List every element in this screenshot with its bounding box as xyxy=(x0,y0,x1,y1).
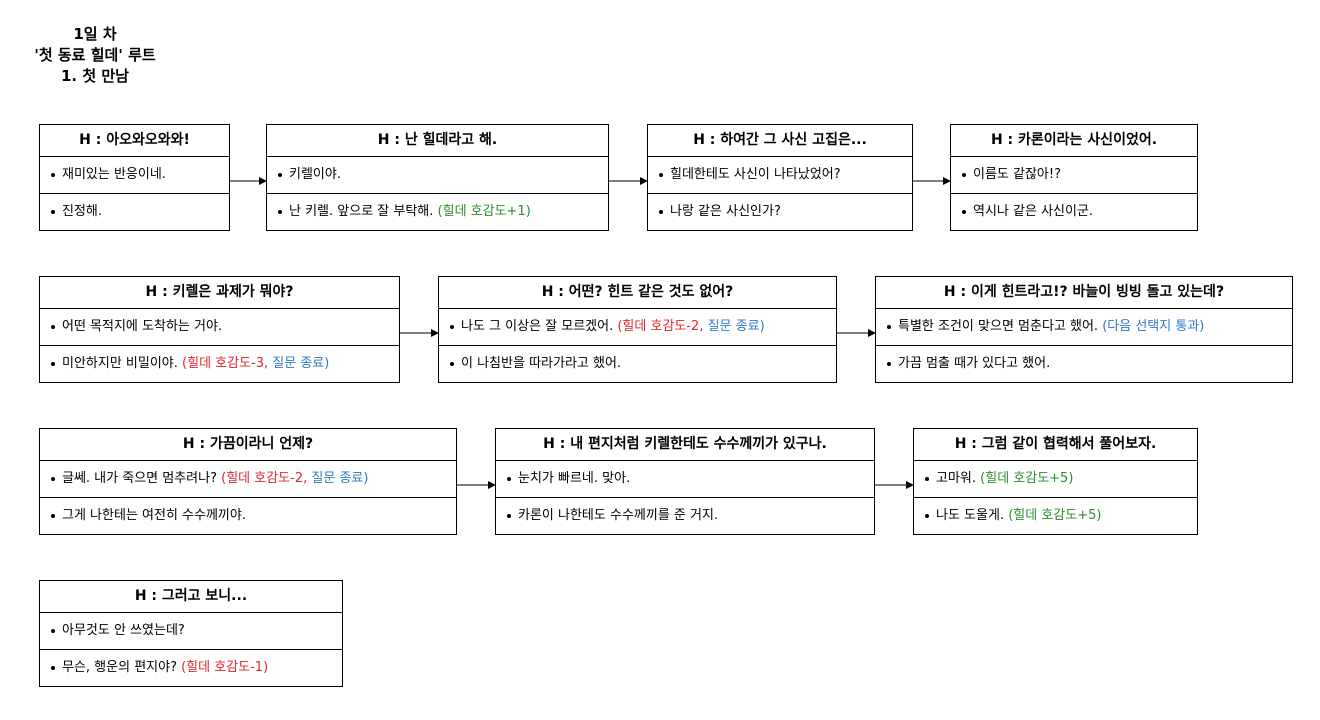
option-1[interactable]: 재미있는 반응이네. xyxy=(40,157,229,193)
dialogue-header: H : 내 편지처럼 키렐한테도 수수께끼가 있구나. xyxy=(496,429,874,461)
option-text: 이름도 같잖아!? xyxy=(973,167,1062,182)
option-2[interactable]: 그게 나한테는 여전히 수수께끼야. xyxy=(40,497,456,534)
option-2[interactable]: 나도 도울게. (힐데 호감도+5) xyxy=(914,497,1197,534)
option-1[interactable]: 글쎄. 내가 죽으면 멈추려나? (힐데 호감도-2, 질문 종료) xyxy=(40,461,456,497)
option-text: 카론이 나한테도 수수께끼를 준 거지. xyxy=(518,508,719,523)
flow-note: 질문 종료) xyxy=(272,356,330,371)
option-2[interactable]: 가끔 멈출 때가 있다고 했어. xyxy=(876,345,1292,382)
option-text: 키렐이야. xyxy=(289,167,341,182)
option-2[interactable]: 이 나침반을 따라가라고 했어. xyxy=(439,345,836,382)
option-1[interactable]: 나도 그 이상은 잘 모르겠어. (힐데 호감도-2, 질문 종료) xyxy=(439,309,836,345)
dialogue-box: H : 키렐은 과제가 뭐야? 어떤 목적지에 도착하는 거야. 미안하지만 비… xyxy=(39,276,400,383)
option-2[interactable]: 진정해. xyxy=(40,193,229,230)
option-2[interactable]: 미안하지만 비밀이야. (힐데 호감도-3, 질문 종료) xyxy=(40,345,399,382)
dialogue-box: H : 가끔이라니 언제? 글쎄. 내가 죽으면 멈추려나? (힐데 호감도-2… xyxy=(39,428,457,535)
dialogue-header: H : 아오와오와와! xyxy=(40,125,229,157)
option-text: 힐데한테도 사신이 나타났었어? xyxy=(670,167,841,182)
option-text: 특별한 조건이 맞으면 멈춘다고 했어. xyxy=(898,319,1103,334)
option-text: 무슨, 행운의 편지야? xyxy=(62,660,182,675)
option-2[interactable]: 카론이 나한테도 수수께끼를 준 거지. xyxy=(496,497,874,534)
affinity-minus: (힐데 호감도-2, xyxy=(221,471,312,486)
option-text: 고마워. xyxy=(936,471,981,486)
option-text: 어떤 목적지에 도착하는 거야. xyxy=(62,319,223,334)
chapter-label: 1. 첫 만남 xyxy=(61,67,129,85)
dialogue-box: H : 내 편지처럼 키렐한테도 수수께끼가 있구나. 눈치가 빠르네. 맞아.… xyxy=(495,428,875,535)
dialogue-box: H : 난 힐데라고 해. 키렐이야. 난 키렐. 앞으로 잘 부탁해. (힐데… xyxy=(266,124,609,231)
option-1[interactable]: 이름도 같잖아!? xyxy=(951,157,1197,193)
option-text: 가끔 멈출 때가 있다고 했어. xyxy=(898,356,1051,371)
option-1[interactable]: 키렐이야. xyxy=(267,157,608,193)
option-2[interactable]: 무슨, 행운의 편지야? (힐데 호감도-1) xyxy=(40,649,342,686)
option-text: 역시나 같은 사신이군. xyxy=(973,204,1094,219)
flow-note: 질문 종료) xyxy=(311,471,369,486)
route-title: 1일 차 '첫 동료 힐데' 루트 1. 첫 만남 xyxy=(0,24,190,87)
dialogue-box: H : 카론이라는 사신이었어. 이름도 같잖아!? 역시나 같은 사신이군. xyxy=(950,124,1198,231)
option-text: 글쎄. 내가 죽으면 멈추려나? xyxy=(62,471,222,486)
dialogue-box: H : 어떤? 힌트 같은 것도 없어? 나도 그 이상은 잘 모르겠어. (힐… xyxy=(438,276,837,383)
dialogue-header: H : 난 힐데라고 해. xyxy=(267,125,608,157)
option-text: 진정해. xyxy=(62,204,103,219)
option-1[interactable]: 아무것도 안 쓰였는데? xyxy=(40,613,342,649)
option-1[interactable]: 특별한 조건이 맞으면 멈춘다고 했어. (다음 선택지 통과) xyxy=(876,309,1292,345)
dialogue-header: H : 카론이라는 사신이었어. xyxy=(951,125,1197,157)
affinity-minus: (힐데 호감도-2, xyxy=(617,319,708,334)
option-text: 눈치가 빠르네. 맞아. xyxy=(518,471,631,486)
option-1[interactable]: 어떤 목적지에 도착하는 거야. xyxy=(40,309,399,345)
route-label: '첫 동료 힐데' 루트 xyxy=(34,46,156,64)
affinity-minus: (힐데 호감도-1) xyxy=(181,660,269,675)
dialogue-box: H : 이게 힌트라고!? 바늘이 빙빙 돌고 있는데? 특별한 조건이 맞으면… xyxy=(875,276,1293,383)
option-text: 난 키렐. 앞으로 잘 부탁해. xyxy=(289,204,438,219)
option-2[interactable]: 역시나 같은 사신이군. xyxy=(951,193,1197,230)
option-1[interactable]: 눈치가 빠르네. 맞아. xyxy=(496,461,874,497)
dialogue-header: H : 하여간 그 사신 고집은... xyxy=(648,125,912,157)
dialogue-box: H : 아오와오와와! 재미있는 반응이네. 진정해. xyxy=(39,124,230,231)
option-text: 나도 도울게. xyxy=(936,508,1009,523)
day-label: 1일 차 xyxy=(73,25,117,43)
dialogue-box: H : 그러고 보니... 아무것도 안 쓰였는데? 무슨, 행운의 편지야? … xyxy=(39,580,343,687)
affinity-minus: (힐데 호감도-3, xyxy=(182,356,273,371)
option-text: 미안하지만 비밀이야. xyxy=(62,356,183,371)
dialogue-header: H : 그러고 보니... xyxy=(40,581,342,613)
option-text: 그게 나한테는 여전히 수수께끼야. xyxy=(62,508,246,523)
dialogue-header: H : 그럼 같이 협력해서 풀어보자. xyxy=(914,429,1197,461)
option-text: 재미있는 반응이네. xyxy=(62,167,166,182)
dialogue-header: H : 가끔이라니 언제? xyxy=(40,429,456,461)
dialogue-header: H : 이게 힌트라고!? 바늘이 빙빙 돌고 있는데? xyxy=(876,277,1292,309)
flow-note: (다음 선택지 통과) xyxy=(1102,319,1205,334)
affinity-plus: (힐데 호감도+1) xyxy=(437,204,531,219)
option-1[interactable]: 힐데한테도 사신이 나타났었어? xyxy=(648,157,912,193)
dialogue-box: H : 그럼 같이 협력해서 풀어보자. 고마워. (힐데 호감도+5) 나도 … xyxy=(913,428,1198,535)
flow-note: 질문 종료) xyxy=(707,319,765,334)
dialogue-header: H : 어떤? 힌트 같은 것도 없어? xyxy=(439,277,836,309)
option-2[interactable]: 난 키렐. 앞으로 잘 부탁해. (힐데 호감도+1) xyxy=(267,193,608,230)
affinity-plus: (힐데 호감도+5) xyxy=(980,471,1074,486)
option-text: 나도 그 이상은 잘 모르겠어. xyxy=(461,319,618,334)
option-1[interactable]: 고마워. (힐데 호감도+5) xyxy=(914,461,1197,497)
option-2[interactable]: 나랑 같은 사신인가? xyxy=(648,193,912,230)
affinity-plus: (힐데 호감도+5) xyxy=(1008,508,1102,523)
option-text: 아무것도 안 쓰였는데? xyxy=(62,623,185,638)
option-text: 나랑 같은 사신인가? xyxy=(670,204,781,219)
dialogue-box: H : 하여간 그 사신 고집은... 힐데한테도 사신이 나타났었어? 나랑 … xyxy=(647,124,913,231)
dialogue-header: H : 키렐은 과제가 뭐야? xyxy=(40,277,399,309)
option-text: 이 나침반을 따라가라고 했어. xyxy=(461,356,622,371)
